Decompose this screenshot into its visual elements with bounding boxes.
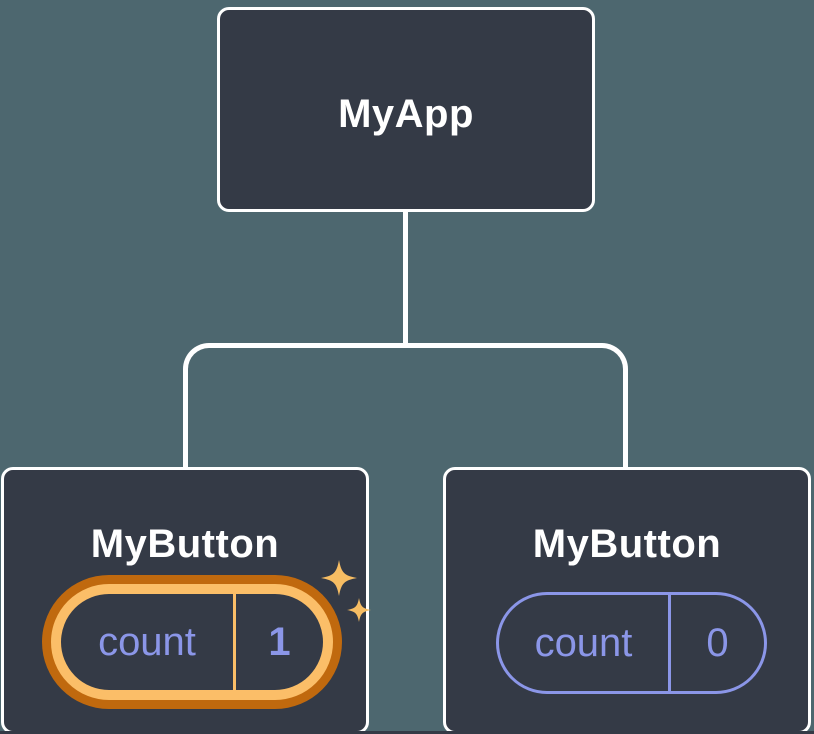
node-mybutton-right: MyButton count 0 [443,467,811,734]
node-mybutton-left-label: MyButton [90,522,280,566]
state-pill-highlighted: count 1 [51,584,333,700]
node-mybutton-right-label: MyButton [532,522,722,566]
node-myapp-label: MyApp [338,92,474,136]
edge-root-to-branches [403,210,408,348]
bottom-edge-strip [0,731,814,734]
node-mybutton-left: MyButton count 1 [1,467,371,734]
node-myapp: MyApp [217,7,595,212]
state-value: 0 [668,595,764,691]
state-key-label: count [534,620,633,665]
state-value: 1 [233,594,323,690]
edge-branch-bracket [183,343,628,470]
state-key-label: count [98,619,196,664]
state-pill-plain: count 0 [496,592,767,694]
